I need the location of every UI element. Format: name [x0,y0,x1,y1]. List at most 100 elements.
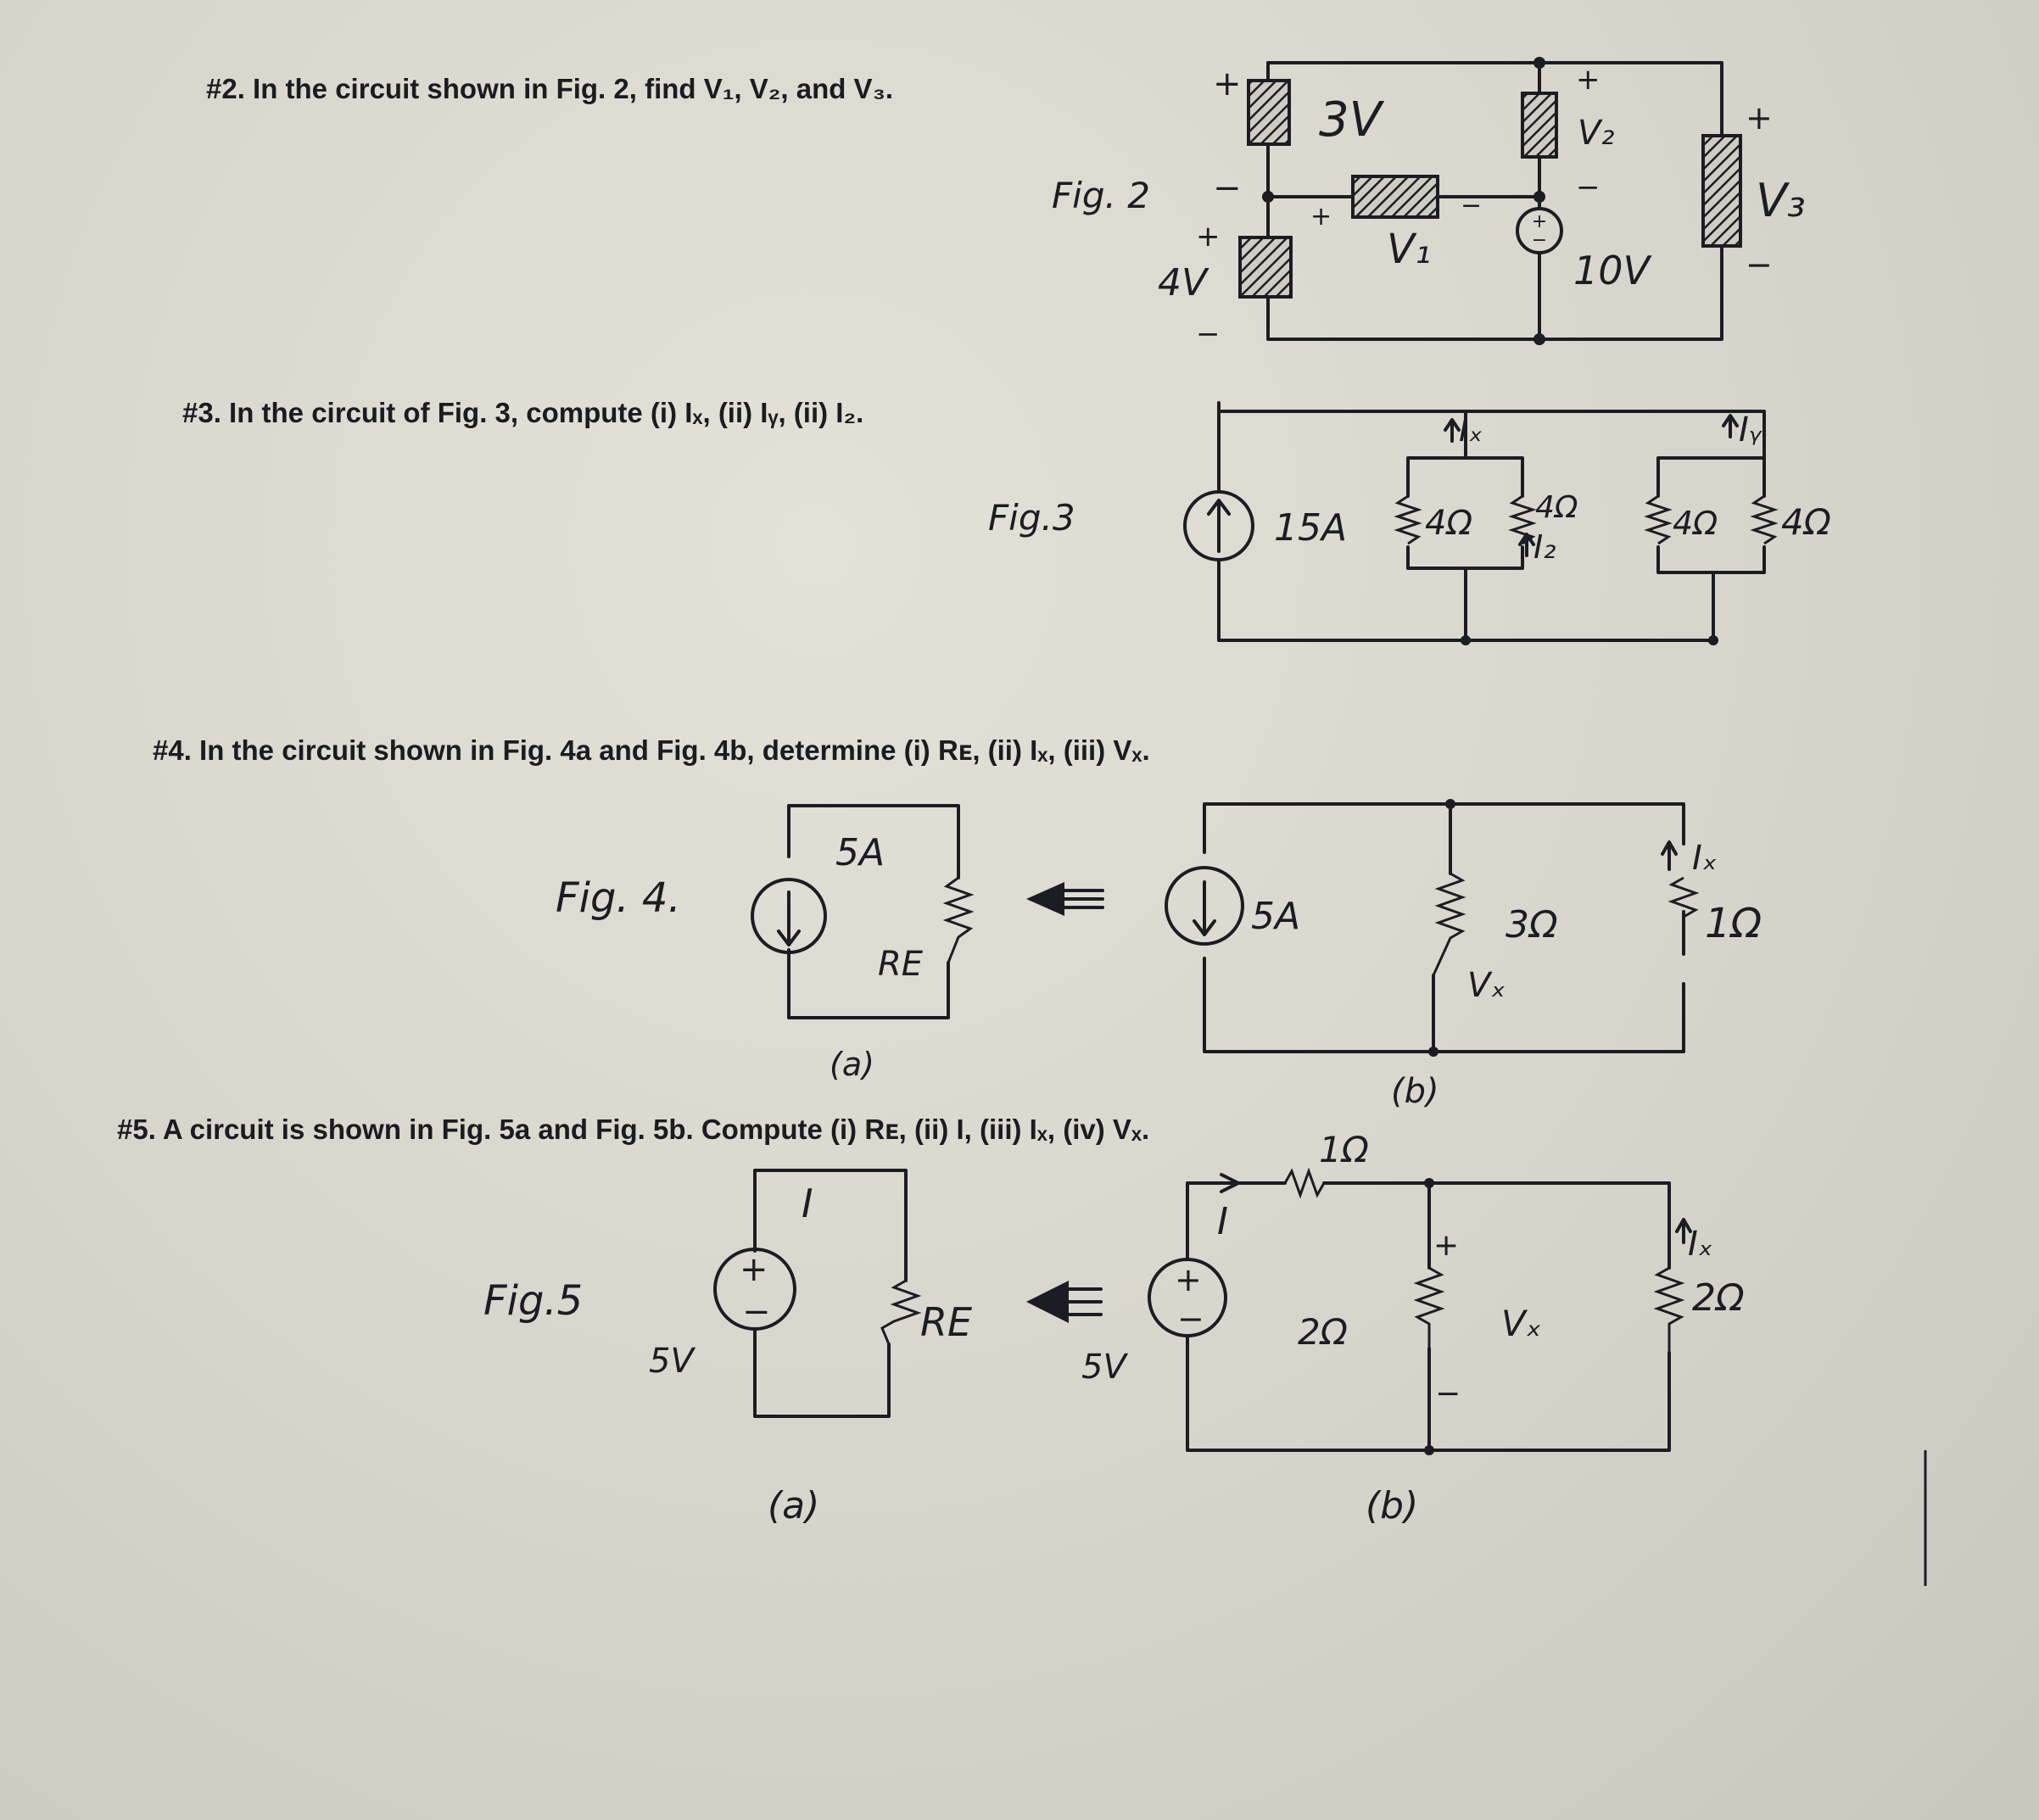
problem-5-text: #5. A circuit is shown in Fig. 5a and Fi… [117,1114,1150,1145]
fig5-equivalent-arrow-icon [1026,1281,1069,1323]
fig2-top-wire [1266,61,1723,137]
fig5b-1ohm-label: 1Ω [1319,1129,1369,1170]
fig5b-vx-label: Vₓ [1501,1303,1541,1344]
fig5b-ix-arrow-icon [1675,1218,1692,1244]
fig5b-2ohm-right-label: 2Ω [1692,1276,1745,1320]
fig4a-re-resistor [942,876,975,963]
fig5-caption: Fig.5 [483,1277,583,1325]
fig3-r2-label: 4Ω [1535,490,1578,525]
fig3-15a-source [1183,490,1254,561]
svg-text:+: + [740,1250,768,1289]
fig2-node [1533,333,1545,345]
fig5b-2ohm-resistor [1413,1266,1445,1348]
fig4b-3ohm-resistor [1432,872,1466,976]
fig3-ix-label: Iₓ [1459,411,1483,449]
fig3-ix-arrow-icon [1444,418,1461,443]
fig2-3v-element [1247,79,1291,146]
figure-5: Fig.5 + − 5V I RE (a) [483,1129,1745,1527]
fig5b-current-label: I [1217,1200,1228,1243]
fig5b-ix-label: Iₓ [1688,1225,1713,1264]
fig2-v3-label: V₃ [1756,174,1806,227]
fig4-caption: Fig. 4. [556,874,681,922]
fig2-node [1533,191,1545,203]
fig3-iy-label: Iᵧ [1739,410,1762,449]
fig3-r4-resistor [1750,494,1779,545]
fig2-4v-label: 4V [1158,261,1209,304]
fig3-r1-label: 4Ω [1425,504,1472,543]
svg-text:−: − [1461,191,1482,221]
fig3-r3-resistor [1644,494,1673,545]
fig3-r1-resistor [1394,494,1422,545]
svg-text:+: + [1532,211,1547,232]
svg-text:−: − [1213,169,1242,208]
problem-3-text: #3. In the circuit of Fig. 3, compute (i… [182,397,864,428]
figure-3: Fig.3 15A 4Ω 4Ω 4Ω 4Ω Iₓ Iᵧ [988,401,1831,645]
fig4b-3ohm-label: 3Ω [1506,903,1558,946]
svg-text:−: − [1746,246,1773,283]
fig3-source-arrow-icon [1207,499,1231,553]
fig3-source-label: 15A [1274,506,1347,550]
fig4a-source-arrow-icon [777,890,801,946]
fig4a-5a-source [751,878,827,954]
fig2-v2-label: V₂ [1578,114,1614,153]
figure-4: Fig. 4. 5A RE (a) 5A [556,799,1762,1111]
fig5a-label: (a) [768,1484,819,1527]
problem-4-text: #4. In the circuit shown in Fig. 4a and … [153,734,1150,766]
fig4a-re-label: RE [878,945,924,984]
svg-text:−: − [1435,1376,1461,1411]
fig4-equivalent-arrow-icon [1026,882,1064,916]
fig3-iy-arrow-icon [1722,414,1739,438]
fig4b-label: (b) [1391,1072,1439,1111]
fig5b-2ohm-label: 2Ω [1298,1311,1348,1353]
svg-text:−: − [1196,317,1221,351]
fig4a-source-label: 5A [835,831,885,874]
fig4b-source-label: 5A [1251,895,1300,938]
svg-text:+: + [1576,63,1600,97]
svg-text:+: + [1213,64,1242,103]
fig5b-label: (b) [1366,1484,1418,1527]
fig5a-source-label: 5V [649,1342,695,1381]
fig5b-5v-source [1148,1258,1227,1337]
fig4b-ix-label: Iₓ [1692,839,1718,878]
fig2-4v-element [1238,236,1293,299]
svg-text:+: + [1175,1261,1202,1298]
fig5a-current-label: I [802,1181,813,1226]
fig2-bottom-wire [1266,244,1723,341]
fig2-v2-element [1521,92,1558,159]
fig2-10v-label: 10V [1573,248,1653,293]
fig4b-source-arrow-icon [1193,880,1216,936]
fig4a-label: (a) [830,1046,874,1083]
fig4b-vx-label: Vₓ [1467,966,1506,1005]
fig3-top-wire [1217,401,1766,460]
fig4b-5a-source [1165,866,1244,946]
fig5b-i-arrow-icon [1215,1173,1240,1193]
svg-text:−: − [1177,1300,1204,1337]
fig2-v1-label: V₁ [1387,226,1431,273]
fig2-10v-source [1516,207,1563,254]
fig5a-5v-source [713,1248,796,1331]
fig2-3v-label: 3V [1319,92,1385,148]
fig4b-1ohm-resistor [1668,876,1700,918]
fig3-caption: Fig.3 [988,497,1075,539]
svg-text:+: + [1433,1228,1459,1263]
fig2-node [1533,57,1545,69]
problem-2-text: #2. In the circuit shown in Fig. 2, find… [206,73,893,104]
svg-text:+: + [1196,220,1221,254]
fig4b-ix-arrow-icon [1661,840,1678,871]
fig2-v3-element [1701,134,1742,248]
fig3-iz-label: I₂ [1533,528,1556,566]
fig5a-re-label: RE [920,1299,972,1345]
svg-text:+: + [1310,202,1332,232]
svg-text:−: − [1576,170,1600,204]
fig2-caption: Fig. 2 [1052,175,1150,216]
fig3-r3-label: 4Ω [1673,505,1718,542]
fig5a-re-resistor [880,1279,922,1345]
fig2-v1-element [1351,175,1439,219]
svg-text:+: + [1746,99,1773,137]
fig5b-2ohm-right-resistor [1653,1266,1685,1353]
fig4b-1ohm-label: 1Ω [1705,900,1762,947]
figure-2: Fig. 2 + − 3V 4V [1052,57,1806,351]
fig2-node [1262,191,1274,203]
